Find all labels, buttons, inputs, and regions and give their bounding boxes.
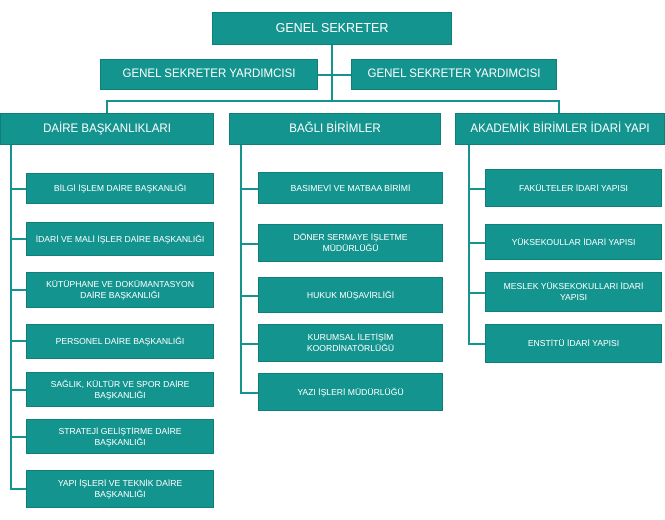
label: HUKUK MÜŞAVİRLİĞİ bbox=[306, 289, 395, 300]
label: DAİRE BAŞKANLIKLARI bbox=[43, 122, 171, 135]
box-daire-item: KÜTÜPHANE VE DOKÜMANTASYON DAİRE BAŞKANL… bbox=[26, 272, 214, 308]
box-daire-item: YAPI İŞLERİ VE TEKNİK DAİRE BAŞKANLIĞI bbox=[26, 470, 214, 508]
label: STRATEJİ GELİŞTİRME DAİRE BAŞKANLIĞI bbox=[58, 425, 182, 447]
connector-col3-item bbox=[468, 292, 485, 294]
connector-col2-item bbox=[240, 243, 258, 245]
label: GENEL SEKRETER YARDIMCISI bbox=[367, 68, 541, 81]
label: AKADEMİK BİRİMLER İDARİ YAPI bbox=[470, 122, 650, 135]
connector-to-col3 bbox=[558, 100, 560, 114]
connector-deputies bbox=[318, 74, 352, 76]
connector-col1-item bbox=[10, 340, 26, 342]
connector-col2-item bbox=[240, 188, 258, 190]
connector-col3-item bbox=[468, 242, 485, 244]
label: FAKÜLTELER İDARİ YAPISI bbox=[519, 182, 628, 193]
box-daire-item: PERSONEL DAİRE BAŞKANLIĞI bbox=[26, 324, 214, 359]
box-daire-item: BİLGİ İŞLEM DAİRE BAŞKANLIĞI bbox=[26, 173, 214, 204]
connector-col1-item bbox=[10, 238, 26, 240]
label: GENEL SEKRETER YARDIMCISI bbox=[122, 68, 296, 81]
box-daire-item: İDARİ VE MALİ İŞLER DAİRE BAŞKANLIĞI bbox=[26, 222, 214, 256]
label: BAĞLI BİRİMLER bbox=[289, 122, 381, 135]
box-bagli-item: BASIMEVİ VE MATBAA BİRİMİ bbox=[258, 172, 443, 204]
connector-col3-item bbox=[468, 188, 485, 190]
connector-root-to-main bbox=[331, 44, 333, 100]
box-akademik-item: ENSTİTÜ İDARİ YAPISI bbox=[485, 324, 662, 363]
box-genel-sekreter-yardimcisi-2: GENEL SEKRETER YARDIMCISI bbox=[351, 59, 557, 90]
box-daire-baskanliklari: DAİRE BAŞKANLIKLARI bbox=[0, 113, 214, 145]
connector-col1-item bbox=[10, 289, 26, 291]
label: BASIMEVİ VE MATBAA BİRİMİ bbox=[290, 182, 411, 193]
label: DÖNER SERMAYE İŞLETME MÜDÜRLÜĞÜ bbox=[293, 232, 408, 253]
connector-col3-spine bbox=[468, 144, 470, 344]
label: KURUMSAL İLETİŞİM KOORDİNATÖRLÜĞÜ bbox=[306, 332, 395, 353]
label: MESLEK YÜKSEKOKULLARI İDARİ YAPISI bbox=[503, 281, 644, 302]
box-bagli-item: HUKUK MÜŞAVİRLİĞİ bbox=[258, 277, 443, 313]
label: BİLGİ İŞLEM DAİRE BAŞKANLIĞI bbox=[53, 183, 187, 194]
box-bagli-birimler: BAĞLI BİRİMLER bbox=[229, 113, 441, 145]
box-bagli-item: YAZI İŞLERİ MÜDÜRLÜĞÜ bbox=[258, 373, 443, 411]
label: GENEL SEKRETER bbox=[275, 20, 389, 35]
connector-col2-item bbox=[240, 343, 258, 345]
label: PERSONEL DAİRE BAŞKANLIĞI bbox=[55, 336, 185, 347]
box-daire-item: SAĞLIK, KÜLTÜR VE SPOR DAİRE BAŞKANLIĞI bbox=[26, 372, 214, 407]
connector-col1-item bbox=[10, 488, 26, 490]
connector-col1-item bbox=[10, 188, 26, 190]
box-bagli-item: DÖNER SERMAYE İŞLETME MÜDÜRLÜĞÜ bbox=[258, 224, 443, 262]
connector-to-col1 bbox=[106, 100, 108, 114]
connector-columns bbox=[106, 100, 559, 102]
box-genel-sekreter: GENEL SEKRETER bbox=[212, 12, 452, 45]
label: İDARİ VE MALİ İŞLER DAİRE BAŞKANLIĞI bbox=[35, 233, 205, 244]
box-akademik-item: MESLEK YÜKSEKOKULLARI İDARİ YAPISI bbox=[485, 272, 662, 312]
connector-col2-item bbox=[240, 295, 258, 297]
box-akademik-birimler-idari-yapi: AKADEMİK BİRİMLER İDARİ YAPI bbox=[455, 113, 665, 145]
label: SAĞLIK, KÜLTÜR VE SPOR DAİRE BAŞKANLIĞI bbox=[50, 378, 190, 400]
box-genel-sekreter-yardimcisi-1: GENEL SEKRETER YARDIMCISI bbox=[100, 59, 318, 90]
connector-col2-spine bbox=[240, 144, 242, 394]
connector-col1-item bbox=[10, 389, 26, 391]
connector-col1-item bbox=[10, 436, 26, 438]
box-daire-item: STRATEJİ GELİŞTİRME DAİRE BAŞKANLIĞI bbox=[26, 419, 214, 454]
connector-col1-spine bbox=[10, 144, 12, 489]
connector-col3-item bbox=[468, 343, 485, 345]
label: ENSTİTÜ İDARİ YAPISI bbox=[527, 338, 620, 349]
connector-col2-item bbox=[240, 392, 258, 394]
label: KÜTÜPHANE VE DOKÜMANTASYON DAİRE BAŞKANL… bbox=[46, 279, 194, 300]
box-akademik-item: FAKÜLTELER İDARİ YAPISI bbox=[485, 169, 662, 207]
label: YÜKSEKOULLAR İDARİ YAPISI bbox=[511, 236, 636, 247]
box-bagli-item: KURUMSAL İLETİŞİM KOORDİNATÖRLÜĞÜ bbox=[258, 324, 443, 362]
label: YAPI İŞLERİ VE TEKNİK DAİRE BAŞKANLIĞI bbox=[57, 478, 183, 499]
label: YAZI İŞLERİ MÜDÜRLÜĞÜ bbox=[297, 386, 404, 397]
box-akademik-item: YÜKSEKOULLAR İDARİ YAPISI bbox=[485, 224, 662, 260]
